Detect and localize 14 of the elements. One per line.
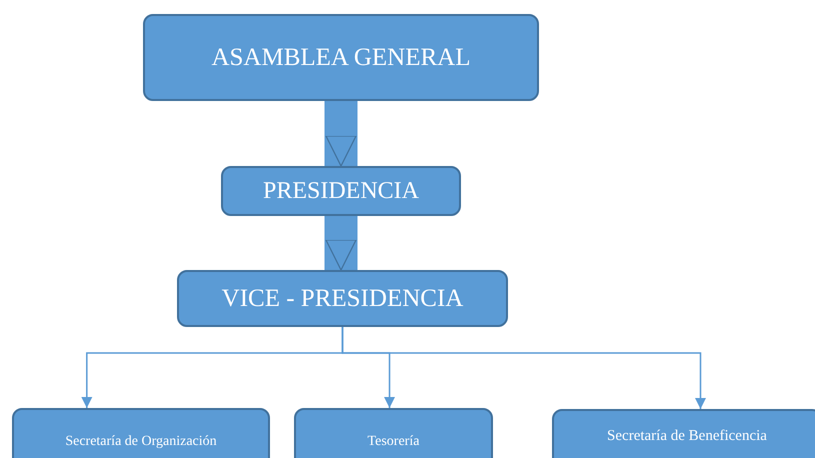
- box-label: VICE - PRESIDENCIA: [222, 284, 464, 312]
- box-label: Secretaría de Organización: [65, 434, 217, 450]
- arrow: [342, 327, 706, 409]
- org-box: [177, 270, 508, 327]
- org-box: [221, 166, 461, 216]
- block-arrow: [324, 101, 358, 167]
- box-label: ASAMBLEA GENERAL: [211, 44, 471, 72]
- block-arrow: [324, 216, 358, 271]
- org-box: [12, 408, 270, 458]
- org-box: [143, 14, 539, 101]
- box-label: Secretaría de Beneficencia: [607, 428, 767, 445]
- box-label: PRESIDENCIA: [262, 178, 419, 204]
- box-label: Tesorería: [368, 434, 420, 450]
- org-box: [294, 408, 493, 458]
